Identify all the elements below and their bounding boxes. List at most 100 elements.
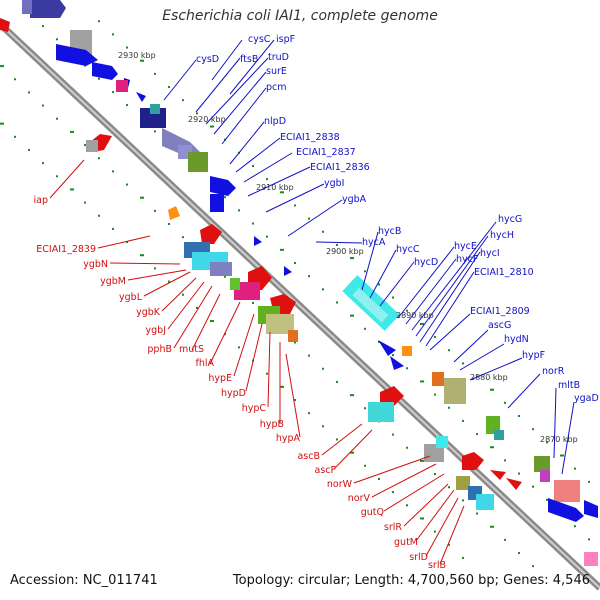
tick-dot <box>546 441 548 444</box>
tick-dot <box>336 380 338 383</box>
scale-label: 2870 kbp <box>540 435 578 444</box>
tick-dot <box>168 280 170 283</box>
tick-dot <box>518 552 520 555</box>
gene-label-forward: hycI <box>480 248 500 259</box>
gene-label-forward: ygbA <box>342 194 367 205</box>
tick-dot <box>0 122 4 125</box>
gene-label-forward: ygbI <box>324 178 344 189</box>
tick-dot <box>308 354 310 357</box>
tick-dot <box>112 90 114 93</box>
tick-dot <box>462 362 464 365</box>
gene-label-forward: ECIAI1_2837 <box>296 147 356 158</box>
gene-label-reverse: fhlA <box>195 358 214 369</box>
gene-label-reverse: ECIAI1_2839 <box>36 244 96 255</box>
gene-label-forward: hycA <box>362 237 386 248</box>
gene-label-forward: ECIAI1_2838 <box>280 132 340 143</box>
gene-label-reverse: hypB <box>260 419 284 430</box>
tick-dot <box>28 148 30 151</box>
tick-dot <box>70 130 74 133</box>
tick-dot <box>406 446 408 449</box>
tick-dot <box>70 188 74 191</box>
tick-dot <box>266 372 268 375</box>
gene-label-reverse: ygbK <box>136 307 161 318</box>
tick-dot <box>0 65 4 68</box>
tick-dot <box>308 275 310 278</box>
gene-label-reverse: norV <box>348 493 371 504</box>
tick-dot <box>14 78 16 81</box>
tick-dot <box>350 394 354 397</box>
gene-label-forward: hycD <box>414 257 438 268</box>
tick-dot <box>154 130 156 133</box>
gene-label-reverse: hypD <box>221 388 246 399</box>
tick-dot <box>490 446 494 449</box>
tick-dot <box>196 112 198 115</box>
tick-dot <box>126 183 128 186</box>
reverse-gene-labels: iap ECIAI1_2839 ygbN ygbM ygbL ygbK ygbJ… <box>34 159 465 571</box>
tick-dot <box>280 385 284 388</box>
tick-dot <box>56 175 58 178</box>
tick-dot <box>588 480 590 483</box>
gene-label-forward: ispF <box>276 34 295 45</box>
tick-dot <box>350 314 354 317</box>
tick-dot <box>420 380 424 383</box>
tick-dot <box>28 91 30 94</box>
tick-dot <box>364 327 366 330</box>
gene-label-reverse: hypA <box>276 433 301 444</box>
tick-dot <box>336 438 338 441</box>
gene-label-forward: ECIAI1_2809 <box>470 306 530 317</box>
gene-label-forward: ftsB <box>240 54 258 65</box>
tick-dot <box>42 162 44 165</box>
scale-label: 2900 kbp <box>326 247 364 256</box>
gene-label-reverse: gutM <box>394 537 418 548</box>
gene-label-forward: ECIAI1_2810 <box>474 267 534 278</box>
tick-dot <box>364 270 366 273</box>
tick-dot <box>448 406 450 409</box>
tick-dot <box>294 262 296 264</box>
tick-dot <box>392 491 394 494</box>
tick-dot <box>476 512 478 515</box>
tick-dot <box>210 320 214 323</box>
tick-dot <box>182 236 184 239</box>
tick-dot <box>462 419 464 422</box>
tick-dot <box>518 415 520 418</box>
gene-label-reverse: srlB <box>428 560 446 571</box>
tick-dot <box>392 296 394 299</box>
gene-label-reverse: ygbJ <box>146 325 166 336</box>
gene-label-reverse: ygbN <box>83 259 108 270</box>
tick-dot <box>98 77 100 80</box>
gene-label-forward: hycC <box>396 244 420 255</box>
tick-dot <box>252 301 254 304</box>
tick-dot <box>392 354 394 357</box>
gene-label-forward: mltB <box>558 380 580 391</box>
tick-dot <box>350 451 354 454</box>
tick-dot <box>378 477 380 480</box>
tick-dot <box>112 33 114 36</box>
tick-dot <box>98 20 100 23</box>
tick-dot <box>490 388 494 391</box>
gene-label-reverse: ygbM <box>100 276 126 287</box>
tick-dot <box>308 412 310 415</box>
scale-label: 2910 kbp <box>256 183 294 192</box>
tick-dot <box>126 104 128 107</box>
tick-dot <box>42 104 44 107</box>
gene-label-forward: hycB <box>378 226 401 237</box>
tick-dot <box>56 117 58 120</box>
tick-dot <box>224 275 226 278</box>
tick-dot <box>140 196 144 199</box>
tick-dot <box>378 283 380 286</box>
tick-dot <box>280 191 284 194</box>
gene-label-reverse: srlD <box>409 552 428 563</box>
tick-dot <box>532 565 534 568</box>
gene-label-forward: nlpD <box>264 116 286 127</box>
tick-dot <box>238 346 240 349</box>
tick-dot <box>266 178 268 181</box>
tick-dot <box>504 401 506 404</box>
tick-dot <box>42 25 44 28</box>
tick-dot <box>168 86 170 89</box>
tick-dot <box>84 201 86 204</box>
tick-dot <box>518 472 520 475</box>
tick-dot <box>490 525 494 528</box>
gene-label-forward: ECIAI1_2836 <box>310 162 370 173</box>
tick-dot <box>364 464 366 467</box>
tick-dot <box>280 248 284 251</box>
